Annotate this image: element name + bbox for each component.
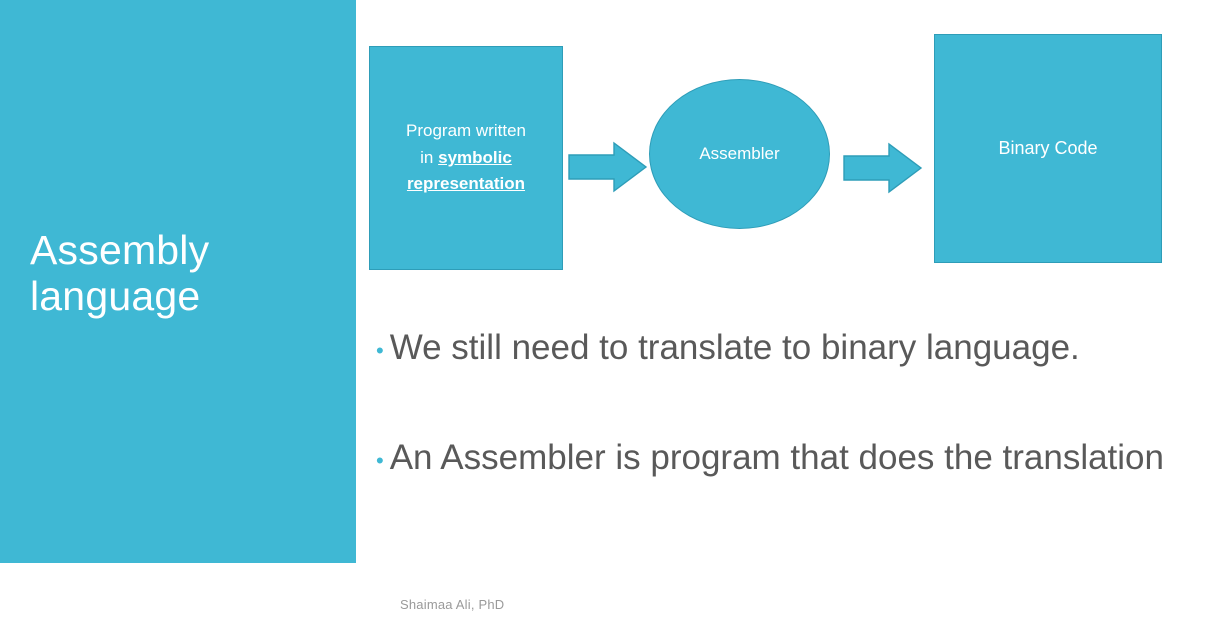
bullet-dot-icon: • <box>376 447 384 473</box>
source-line-2-prefix: in <box>420 147 439 167</box>
source-line-3-emphasis: representation <box>406 174 526 194</box>
diagram-source-box: Program written in symbolic representati… <box>369 46 563 270</box>
footer-credit: Shaimaa Ali, PhD <box>400 597 505 612</box>
list-item-text: We still need to translate to binary lan… <box>389 328 1080 367</box>
flow-arrow-right-icon <box>843 142 923 194</box>
diagram-target-box-label: Binary Code <box>998 137 1098 158</box>
flow-arrow-right-icon <box>568 141 648 193</box>
bullet-dot-icon: • <box>376 338 384 363</box>
title-panel: Assembly language <box>0 0 356 563</box>
source-line-2-emphasis: symbolic <box>438 147 512 167</box>
bullet-list: • We still need to translate to binary l… <box>376 326 1206 481</box>
diagram-source-box-label: Program written in symbolic representati… <box>398 118 534 197</box>
diagram-process-circle: Assembler <box>649 79 830 229</box>
diagram-target-box: Binary Code <box>934 34 1162 263</box>
list-item: • An Assembler is program that does the … <box>376 436 1206 481</box>
source-line-1: Program written <box>406 121 526 141</box>
assembly-flow-diagram: Program written in symbolic representati… <box>0 0 1229 300</box>
list-item: • We still need to translate to binary l… <box>376 326 1206 371</box>
list-item-text: An Assembler is program that does the tr… <box>389 437 1164 477</box>
page-title: Assembly language <box>30 227 210 319</box>
diagram-process-circle-label: Assembler <box>699 144 780 163</box>
